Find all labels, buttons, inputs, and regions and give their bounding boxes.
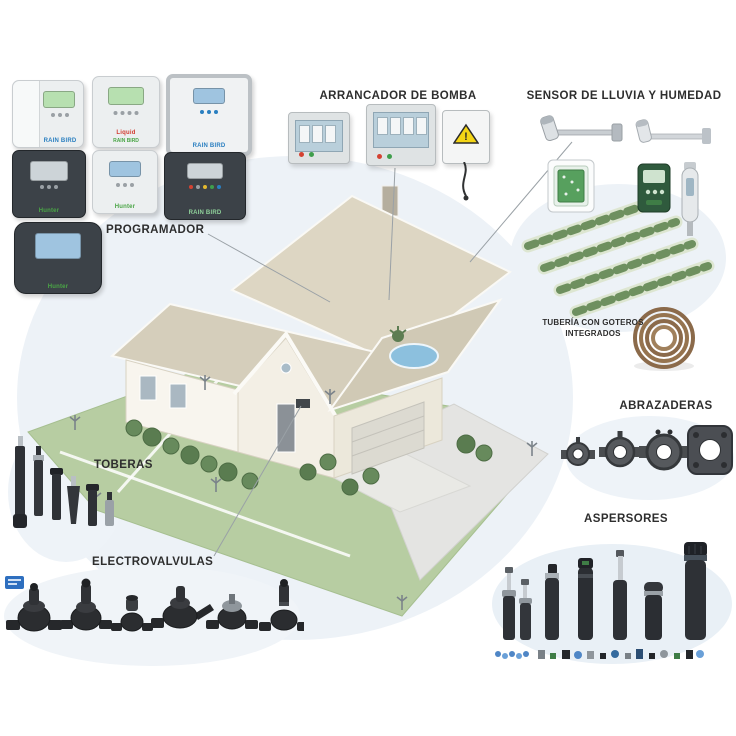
controller-device: Hunter [14,222,102,294]
controller-screen [109,161,141,177]
solenoid-valve-icon [60,578,112,631]
controller-device: RAIN BIRD [12,80,84,148]
controller-device: RAIN BIRD [164,152,246,220]
controller-door [13,81,40,147]
controller-device: Hunter [12,150,86,218]
controller-screen [187,163,223,179]
label-sprinklers: ASPERSORES [584,513,668,525]
clamp-icon [639,429,689,471]
solenoid-valve-icon [206,594,258,630]
label-clamps: ABRAZADERAS [619,400,713,412]
green-led [309,152,314,157]
clamp-icon [599,431,641,468]
rain-sensor-arm-icon [635,119,711,144]
valves-group [5,576,304,632]
drip-tubing-coil-icon [633,307,695,371]
sprinkler-icon [578,558,593,640]
brand-label: Hunter [38,208,60,214]
label-drip-tubing-line1: TUBERÍA CON GOTEROS [542,318,644,327]
label-drip-tubing: TUBERÍA CON GOTEROS INTEGRADOS [538,318,648,340]
pump-starter-box [366,104,436,166]
power-cable-icon [462,162,469,201]
pond [389,326,439,369]
sprinkler-icon [545,564,559,640]
house [109,185,512,479]
solenoid-valve-icon [6,583,62,632]
valve-tag-icon [5,576,24,589]
controllers-group: RAIN BIRD Liquid RAIN BIRD RAIN BIRD Hun… [8,70,252,300]
sprinkler-icon [613,550,627,640]
controller-device: Liquid RAIN BIRD [92,76,160,148]
red-led [377,154,382,159]
nozzle-icon [50,468,63,520]
humidity-sensor-module-icon [547,159,595,213]
garage-door [351,401,425,475]
pump-starter-group: ! [286,100,492,210]
controller-screen [30,161,68,181]
controller-screen [193,88,225,104]
clamp-icon [561,437,595,466]
nozzle-icon [86,484,99,526]
label-pump-starter: ARRANCADOR DE BOMBA [319,90,477,102]
brand-label: Hunter [47,284,69,290]
rain-sensor-arm-icon [540,115,623,142]
sensor-controller-icon [637,163,671,213]
bushes [125,419,493,496]
sprinkler-icon [502,567,516,640]
label-drip-tubing-line2: INTEGRADOS [565,328,621,338]
brand-sublabel: RAIN BIRD [113,138,139,144]
solenoid-valve-icon [111,595,153,632]
svg-text:!: ! [464,131,468,143]
nozzle-icon [105,492,114,526]
sprinkler-icon [684,542,707,640]
label-rain-humidity-sensor: SENSOR DE LLUVIA Y HUMEDAD [526,90,722,102]
solenoid-valve-icon [259,579,304,631]
brand-label: RAIN BIRD [43,138,77,144]
green-led [387,154,392,159]
pump-starter-box: ! [442,110,490,164]
nozzle-icon [67,476,80,524]
clamps-group [561,425,733,475]
pump-starter-box [288,112,350,164]
nozzle-icon [13,436,27,528]
controller-screen [43,91,75,108]
red-led [299,152,304,157]
label-programmer: PROGRAMADOR [106,224,205,236]
controller-screen [35,233,81,259]
soil-probe-icon [681,162,699,236]
nozzles-group [13,436,114,528]
label-solenoid-valves: ELECTROVALVULAS [92,556,214,568]
controller-screen [108,87,144,105]
controller-device: RAIN BIRD [166,74,252,156]
warning-triangle-icon: ! [453,123,479,144]
sensors-group [540,115,711,236]
valve-box-icon [296,399,310,408]
clamp-icon [687,425,733,475]
brand-label: RAIN BIRD [192,143,226,149]
controller-device: Hunter [92,150,158,214]
brand-label: Hunter [114,204,136,210]
sprinkler-icon [644,582,663,640]
sprinkler-icon [519,579,532,640]
brand-label: RAIN BIRD [188,210,222,216]
brand-label: Liquid [116,130,136,136]
label-nozzles: TOBERAS [94,459,153,471]
nozzle-icon [33,446,44,516]
sprinklers-group [495,542,707,659]
nozzle-parts-icon [495,649,704,659]
front-door [276,403,296,453]
solenoid-valve-icon [151,586,214,629]
